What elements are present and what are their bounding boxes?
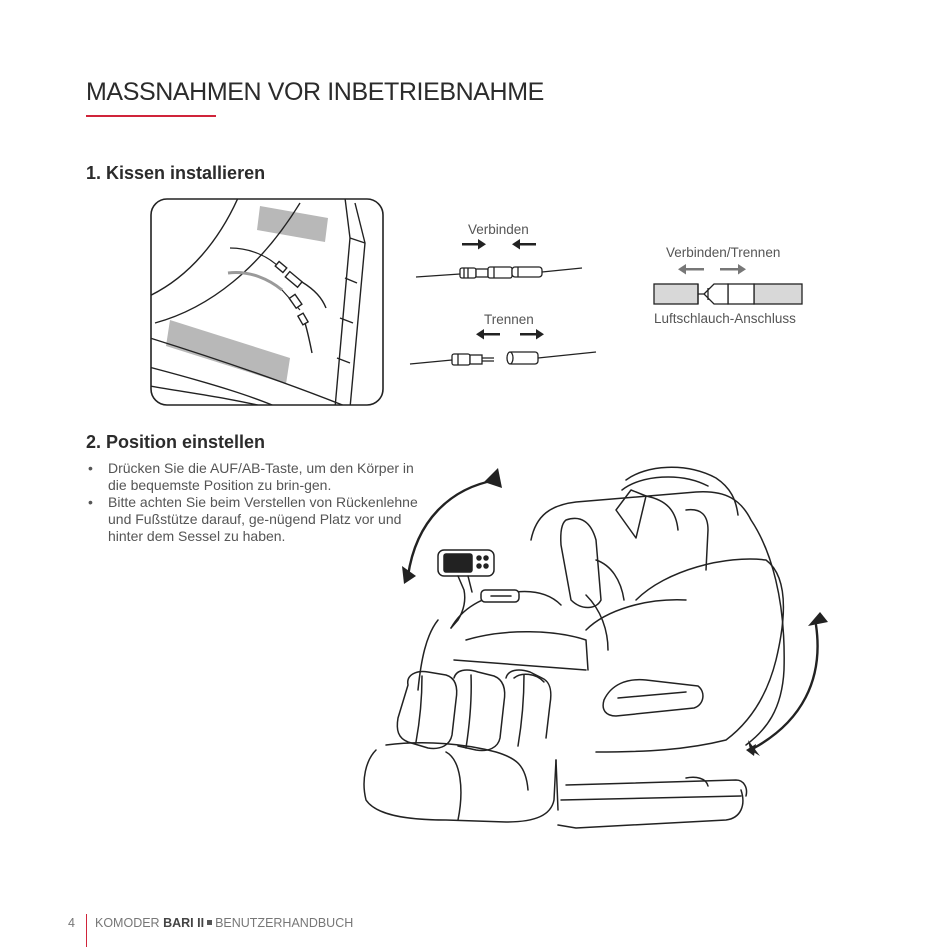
cushion-connector-illustration bbox=[150, 198, 384, 406]
air-hose-connection-label: Luftschlauch-Anschluss bbox=[654, 311, 796, 326]
page-number: 4 bbox=[68, 916, 75, 930]
page-title: MASSNAHMEN VOR INBETRIEBNAHME bbox=[86, 78, 544, 106]
footer-text: KOMODER BARI II BENUTZERHANDBUCH bbox=[95, 916, 353, 930]
footer-model: BARI II bbox=[163, 916, 205, 930]
footer-brand: KOMODER bbox=[95, 916, 160, 930]
title-accent-rule bbox=[86, 115, 216, 117]
disconnect-label: Trennen bbox=[484, 312, 534, 327]
list-item: Drücken Sie die AUF/AB-Taste, um den Kör… bbox=[86, 460, 431, 494]
air-hose-connector-icon bbox=[653, 264, 803, 305]
square-separator-icon bbox=[207, 920, 213, 926]
position-instructions-list: Drücken Sie die AUF/AB-Taste, um den Kör… bbox=[86, 460, 431, 545]
connect-label: Verbinden bbox=[468, 222, 529, 237]
footer-divider bbox=[86, 914, 87, 947]
footer-manual: BENUTZERHANDBUCH bbox=[215, 916, 354, 930]
section-heading-adjust-position: 2. Position einstellen bbox=[86, 432, 266, 452]
section-heading-install-cushion: 1. Kissen installieren bbox=[86, 163, 266, 183]
disconnect-plug-illustration bbox=[409, 329, 597, 366]
list-item: Bitte achten Sie beim Verstellen von Rüc… bbox=[86, 494, 431, 545]
massage-chair-illustration bbox=[363, 466, 828, 829]
connect-plug-illustration bbox=[415, 239, 583, 279]
connect-disconnect-label: Verbinden/Trennen bbox=[666, 245, 781, 260]
